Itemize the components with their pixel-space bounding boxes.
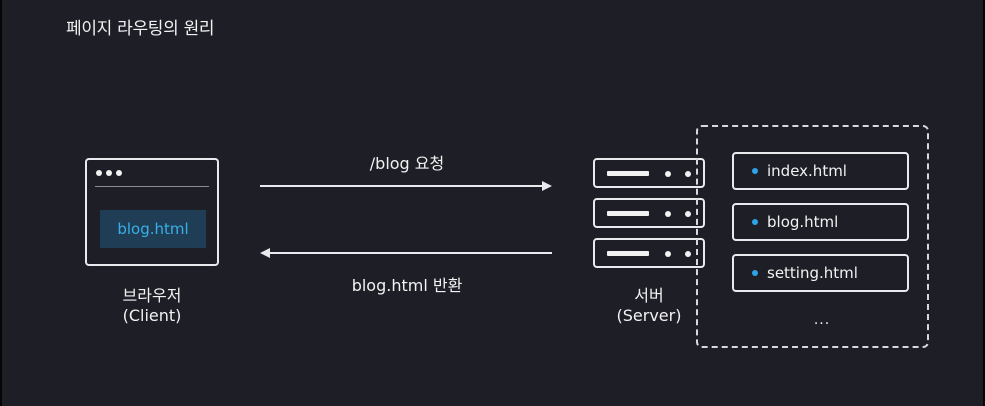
browser-caption-line2: (Client) <box>122 306 182 325</box>
more-files-ellipsis: ... <box>813 312 831 328</box>
window-dot <box>106 170 112 176</box>
server-file-area <box>696 125 929 348</box>
server-caption-line1: 서버 <box>634 286 664 305</box>
file-item-label: index.html <box>767 162 847 180</box>
server-slot <box>607 251 649 256</box>
browser-caption: 브라우저 (Client) <box>82 286 222 326</box>
server-led <box>685 251 691 257</box>
server-led <box>665 211 671 217</box>
file-item: index.html <box>732 152 909 190</box>
server-slot <box>607 211 649 216</box>
server-unit <box>593 238 705 268</box>
server-unit <box>593 198 705 228</box>
browser-window: blog.html <box>85 158 219 266</box>
server-slot <box>607 171 649 176</box>
bullet-icon <box>752 168 758 174</box>
bullet-icon <box>752 270 758 276</box>
server-led <box>665 251 671 257</box>
response-label: blog.html 반환 <box>351 276 463 295</box>
request-arrow <box>260 181 552 191</box>
file-item: blog.html <box>732 203 909 241</box>
diagram-title: 페이지 라우팅의 원리 <box>66 19 215 39</box>
window-controls <box>96 170 122 176</box>
window-dot <box>116 170 122 176</box>
browser-toolbar-divider <box>95 186 209 187</box>
file-item-label: blog.html <box>767 213 839 231</box>
bullet-icon <box>752 219 758 225</box>
server-led <box>685 171 691 177</box>
server-caption: 서버 (Server) <box>594 286 704 326</box>
server-unit <box>593 158 705 188</box>
file-item: setting.html <box>732 254 909 292</box>
request-label: /blog 요청 <box>369 154 445 173</box>
server-led <box>685 211 691 217</box>
browser-file-label: blog.html <box>100 210 206 248</box>
window-dot <box>96 170 102 176</box>
server-led <box>665 171 671 177</box>
file-item-label: setting.html <box>767 264 858 282</box>
browser-caption-line1: 브라우저 <box>122 286 182 305</box>
response-arrow <box>260 248 552 258</box>
server-caption-line2: (Server) <box>616 306 682 325</box>
